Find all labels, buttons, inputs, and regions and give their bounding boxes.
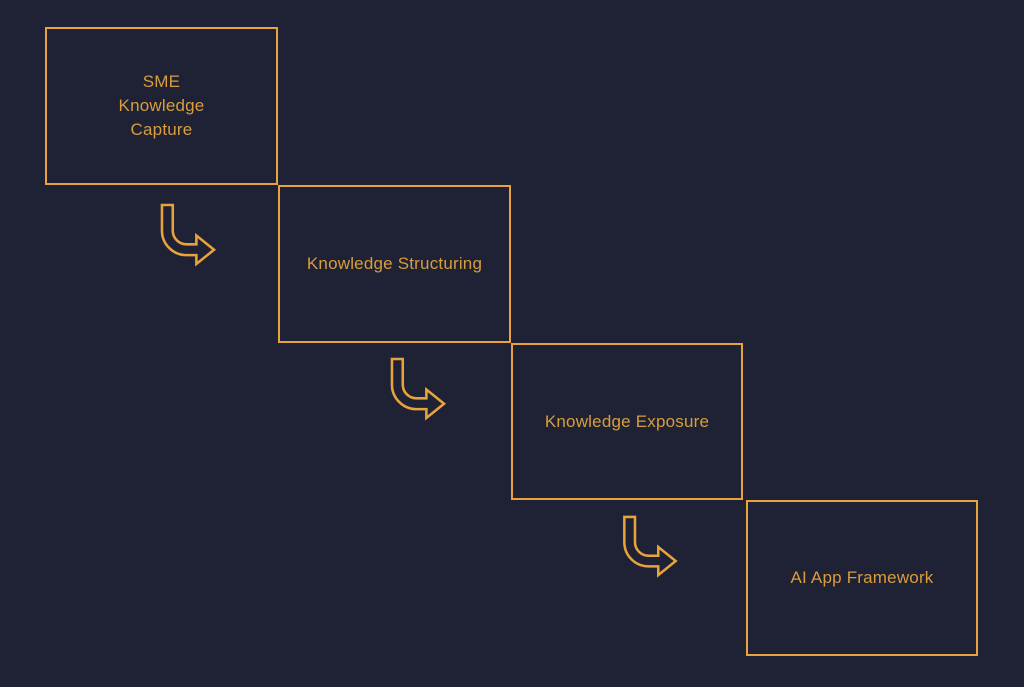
step-box-knowledge-structuring: Knowledge Structuring <box>278 185 511 343</box>
step-label: SME Knowledge Capture <box>118 72 205 139</box>
connector-arrow <box>390 357 447 421</box>
step-box-ai-app-framework: AI App Framework <box>746 500 978 656</box>
bent-arrow-down-right-icon <box>390 357 447 421</box>
connector-arrow <box>160 203 217 267</box>
bent-arrow-down-right-icon <box>160 203 217 267</box>
step-label: AI App Framework <box>790 568 934 588</box>
connector-arrow <box>622 515 679 578</box>
bent-arrow-down-right-icon <box>623 515 678 578</box>
step-box-knowledge-exposure: Knowledge Exposure <box>511 343 743 500</box>
step-label: Knowledge Structuring <box>306 254 483 274</box>
step-box-sme-knowledge-capture: SME Knowledge Capture <box>45 27 278 185</box>
step-label: Knowledge Exposure <box>544 411 710 431</box>
